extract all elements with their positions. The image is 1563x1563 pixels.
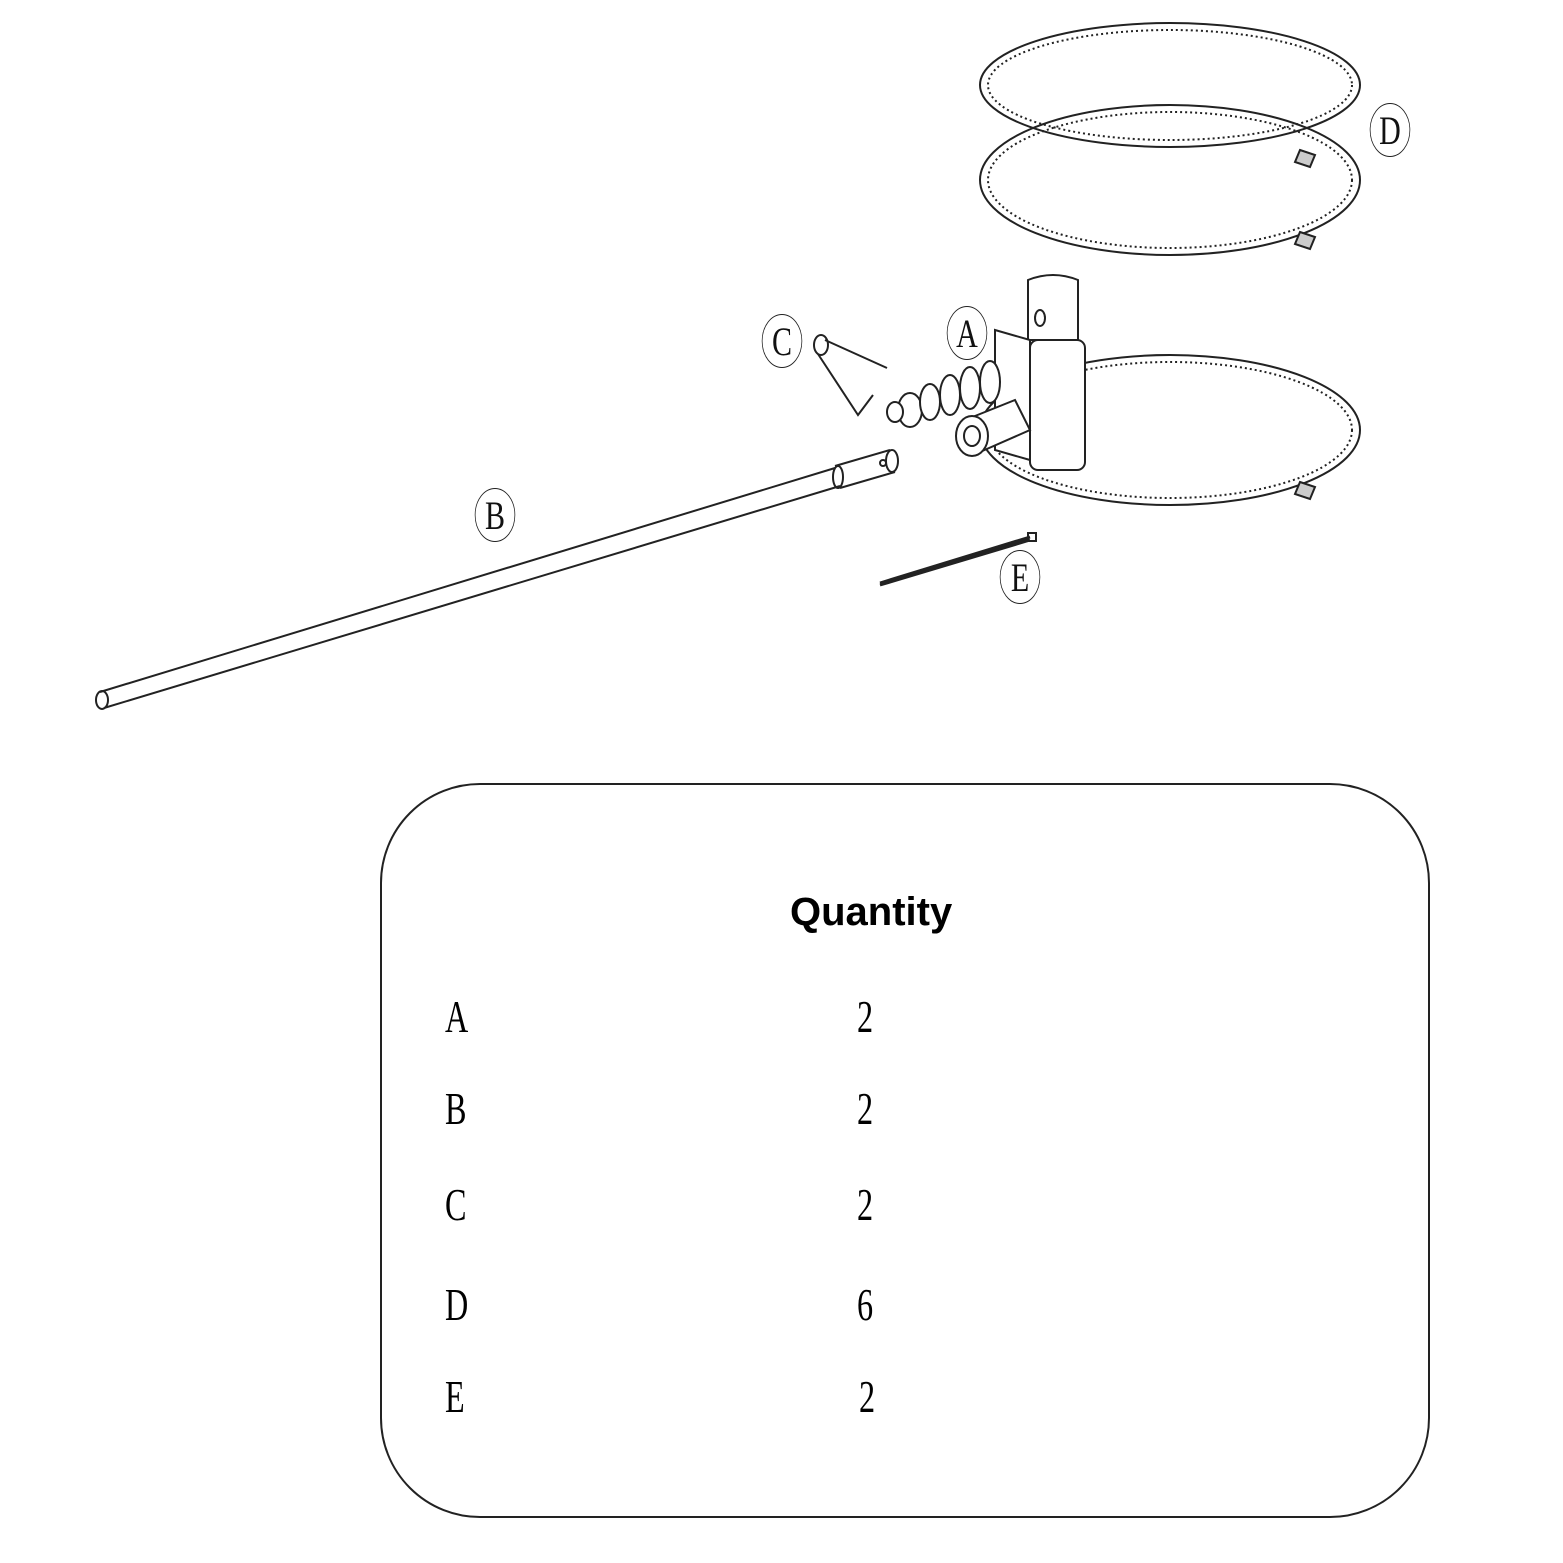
- rod-b: [95, 449, 899, 710]
- pin-c: [813, 334, 888, 417]
- quantity-table: [380, 783, 1430, 1518]
- hose-clamp-d-upper: [979, 22, 1361, 169]
- row-qty: 2: [857, 991, 874, 1042]
- callout-c: C: [761, 314, 803, 368]
- row-part: A: [445, 991, 469, 1042]
- cable-tie-e: [879, 532, 1037, 587]
- row-qty: 2: [857, 1179, 874, 1230]
- callout-e: E: [999, 550, 1041, 604]
- row-part: B: [445, 1083, 467, 1134]
- row-qty: 6: [857, 1279, 874, 1330]
- hose-clamp-d-middle: [979, 104, 1361, 256]
- row-part: E: [445, 1371, 465, 1422]
- callout-a: A: [946, 306, 988, 360]
- bracket-a: [886, 274, 1086, 471]
- quantity-header: Quantity: [790, 890, 953, 934]
- callout-b: B: [474, 488, 516, 542]
- row-qty: 2: [857, 1083, 874, 1134]
- row-qty: 2: [859, 1371, 876, 1422]
- callout-d: D: [1369, 103, 1411, 157]
- spring: [886, 360, 1001, 428]
- row-part: C: [445, 1179, 467, 1230]
- row-part: D: [445, 1279, 469, 1330]
